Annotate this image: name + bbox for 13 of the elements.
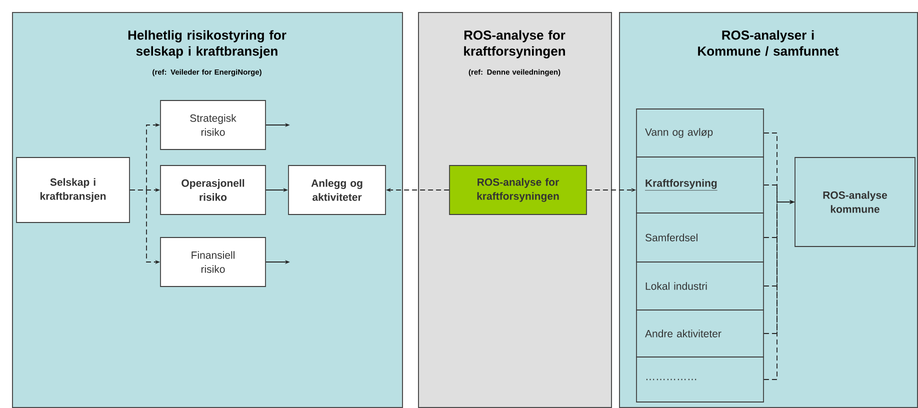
process-box: Anlegg og aktiviteter [288,165,386,215]
process-box: Finansiell risiko [160,237,266,287]
process-box: ROS-analyse kommune [794,157,916,247]
process-box: Selskap i kraftbransjen [16,157,130,223]
process-box: Strategisk risiko [160,100,266,150]
process-box: Kraftforsyning [636,156,764,214]
process-box: Lokal industri [636,262,764,310]
process-box: …………… [636,356,764,402]
process-box: Operasjonell risiko [160,165,266,215]
process-box: ROS-analyse for kraftforsyningen [449,165,587,215]
process-box: Samferdsel [636,212,764,262]
process-box: Vann og avløp [636,108,764,158]
process-box: Andre aktiviteter [636,310,764,358]
